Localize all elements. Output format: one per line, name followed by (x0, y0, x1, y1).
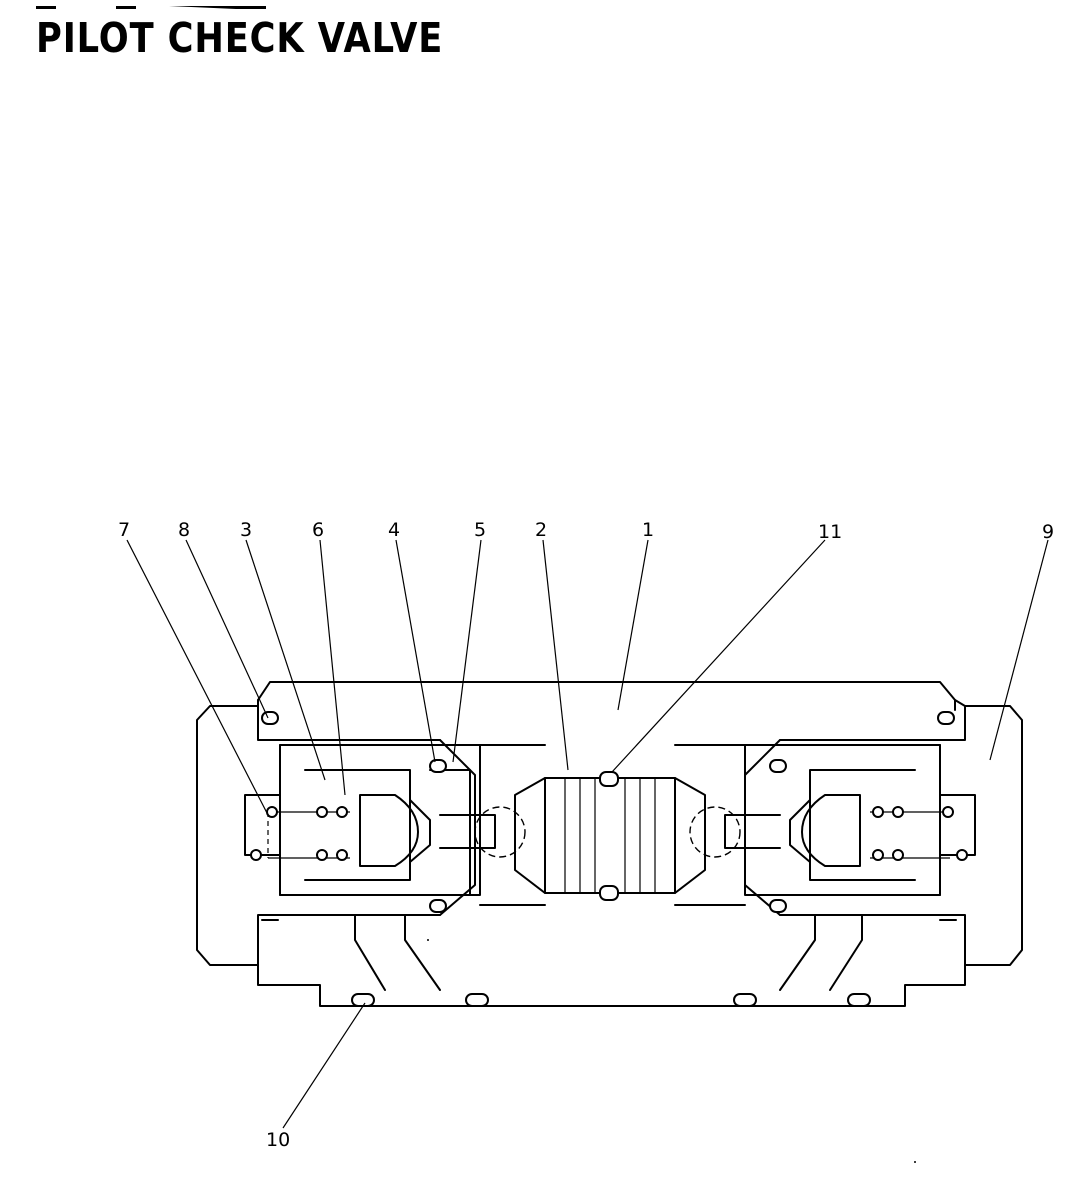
label-part-9: 9 (1042, 521, 1054, 543)
label-part-10: 10 (266, 1129, 290, 1151)
label-part-2: 2 (535, 519, 547, 541)
label-part-3: 3 (240, 519, 252, 541)
part-labels: 7 8 3 6 4 5 2 1 11 9 10 (118, 519, 1054, 1151)
speck (914, 1161, 916, 1163)
label-part-8: 8 (178, 519, 190, 541)
label-part-1: 1 (642, 519, 654, 541)
valve-body (196, 681, 1023, 1007)
leader-lines (126, 539, 1049, 1129)
label-part-11: 11 (818, 521, 842, 543)
label-part-6: 6 (312, 519, 324, 541)
right-check-assembly (689, 711, 976, 1007)
speck (427, 939, 429, 941)
label-part-4: 4 (388, 519, 400, 541)
page-title: PILOT CHECK VALVE (36, 14, 444, 62)
label-part-5: 5 (474, 519, 486, 541)
label-part-7: 7 (118, 519, 130, 541)
left-check-assembly (244, 711, 526, 1007)
center-piston (479, 744, 746, 906)
